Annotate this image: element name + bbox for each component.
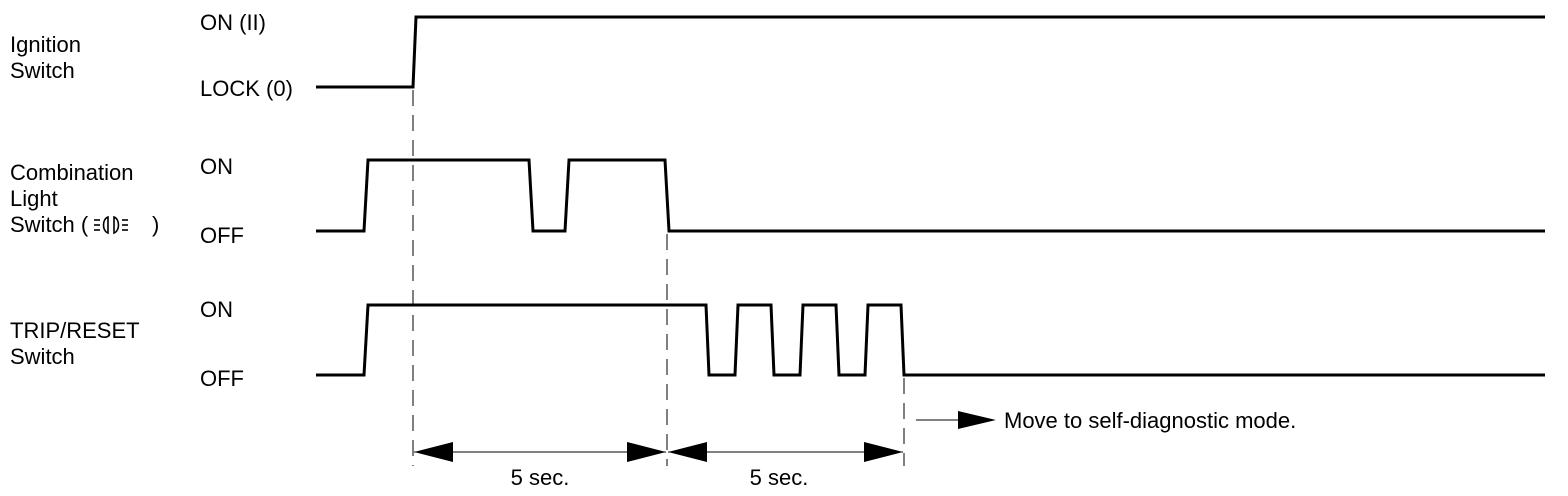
result-text: Move to self-diagnostic mode. xyxy=(1004,408,1296,433)
headlight-icon xyxy=(94,215,128,235)
trip-low-label: OFF xyxy=(200,366,244,391)
combination-label-line-3: Switch ( xyxy=(10,212,89,237)
arrowhead-right-icon xyxy=(627,442,666,462)
arrowhead-left-icon xyxy=(668,442,707,462)
trip-reset-switch-row: TRIP/RESET Switch ON OFF xyxy=(10,297,1545,391)
interval-2-dimension: 5 sec. xyxy=(668,442,903,490)
ignition-waveform xyxy=(316,15,1545,89)
ignition-switch-row: Ignition Switch ON (II) LOCK (0) xyxy=(10,10,1545,101)
arrowhead-right-icon xyxy=(864,442,903,462)
trip-high-label: ON xyxy=(200,297,233,322)
ignition-label-line-1: Ignition xyxy=(10,32,81,57)
trip-reset-waveform xyxy=(316,303,1545,377)
ignition-label-line-2: Switch xyxy=(10,58,75,83)
combination-waveform xyxy=(316,158,1545,233)
arrowhead-left-icon xyxy=(414,442,453,462)
combination-label-line-1: Combination xyxy=(10,160,134,185)
interval-1-label: 5 sec. xyxy=(511,465,570,490)
combination-high-label: ON xyxy=(200,154,233,179)
interval-1-dimension: 5 sec. xyxy=(414,442,666,490)
interval-2-label: 5 sec. xyxy=(750,465,809,490)
combination-low-label: OFF xyxy=(200,223,244,248)
ignition-low-label: LOCK (0) xyxy=(200,76,293,101)
self-diagnostic-arrow: Move to self-diagnostic mode. xyxy=(916,408,1296,433)
combination-light-switch-row: Combination Light Switch ( ) ON OFF xyxy=(10,154,1545,248)
combination-label-line-2: Light xyxy=(10,186,58,211)
arrowhead-icon xyxy=(958,411,996,429)
trip-label-line-2: Switch xyxy=(10,344,75,369)
ignition-high-label: ON (II) xyxy=(200,10,266,35)
combination-label-suffix: ) xyxy=(152,212,159,237)
trip-label-line-1: TRIP/RESET xyxy=(10,318,140,343)
